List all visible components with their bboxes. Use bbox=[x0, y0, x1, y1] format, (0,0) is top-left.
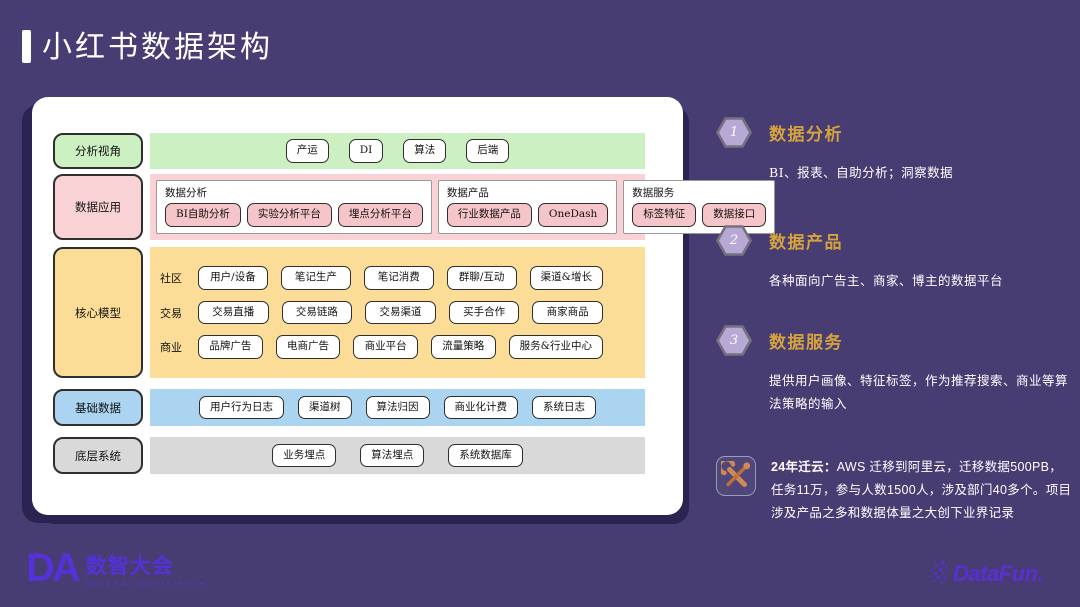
diagram-node: 系统日志 bbox=[532, 395, 596, 420]
group-data-analysis: 数据分析 BI自助分析 实验分析平台 埋点分析平台 bbox=[156, 180, 432, 234]
right-panel: 1 数据分析 BI、报表、自助分析；洞察数据 2 数据产品 各种面向广告主、商家… bbox=[716, 117, 1072, 525]
row-strip: 社区 用户/设备 笔记生产 笔记消费 群聊/互动 渠道&增长 交易 交易直播 交… bbox=[150, 247, 645, 378]
diagram-row-underlying-systems: 底层系统 业务埋点 算法埋点 系统数据库 bbox=[32, 437, 683, 474]
diagram-node: 流量策略 bbox=[430, 335, 496, 360]
diagram-node: 交易链路 bbox=[281, 300, 353, 325]
diagram-node: 渠道&增长 bbox=[529, 265, 603, 290]
row-label: 核心模型 bbox=[53, 247, 143, 378]
diagram-node: 群聊/互动 bbox=[446, 265, 517, 290]
section-data-product: 2 数据产品 各种面向广告主、商家、博主的数据平台 bbox=[716, 224, 1072, 293]
diagram-node: 用户/设备 bbox=[198, 265, 268, 290]
diagram-node: 用户行为日志 bbox=[199, 395, 284, 420]
diagram-node: 笔记生产 bbox=[280, 265, 351, 290]
diagram-node: 算法归因 bbox=[365, 395, 430, 420]
hexagon-badge-2-icon: 2 bbox=[716, 224, 752, 256]
diagram-node: 算法 bbox=[403, 139, 447, 163]
diagram-node: 实验分析平台 bbox=[246, 203, 332, 227]
diagram-row-base-data: 基础数据 用户行为日志 渠道树 算法归因 商业化计费 系统日志 bbox=[32, 389, 683, 426]
section-data-analysis: 1 数据分析 BI、报表、自助分析；洞察数据 bbox=[716, 117, 1072, 185]
callout-label: 24年迁云： bbox=[771, 460, 837, 474]
diagram-node: 产运 bbox=[285, 139, 329, 163]
section-body: BI、报表、自助分析；洞察数据 bbox=[769, 165, 954, 180]
section-title: 数据服务 bbox=[769, 332, 843, 353]
diagram-node: DI bbox=[348, 139, 384, 163]
conference-logo-subtitle: Data+AI Conference bbox=[85, 581, 208, 589]
subrow-community: 社区 用户/设备 笔记生产 笔记消费 群聊/互动 渠道&增长 bbox=[160, 265, 603, 290]
subrow-commerce: 商业 品牌广告 电商广告 商业平台 流量策略 服务&行业中心 bbox=[160, 335, 603, 360]
badge-number: 1 bbox=[729, 125, 739, 140]
diagram-node: 埋点分析平台 bbox=[337, 203, 423, 227]
conference-logo-name: 数智大会 bbox=[85, 555, 174, 578]
diagram-node: 买手合作 bbox=[448, 300, 520, 325]
badge-number: 2 bbox=[729, 232, 739, 248]
row-strip: 数据分析 BI自助分析 实验分析平台 埋点分析平台 数据产品 行业数据产品 On… bbox=[150, 174, 776, 240]
datafun-logo-text: DataFun. bbox=[953, 561, 1044, 586]
row-label: 数据应用 bbox=[53, 174, 143, 240]
diagram-node: 商业平台 bbox=[353, 335, 418, 360]
group-title: 数据产品 bbox=[446, 187, 489, 199]
diagram-node: 商业化计费 bbox=[443, 395, 518, 420]
section-body: 提供用户画像、特征标签，作为推荐搜索、商业等算法策略的输入 bbox=[769, 372, 1069, 412]
subrow-label: 社区 bbox=[160, 271, 182, 285]
diagram-node: 算法埋点 bbox=[360, 443, 425, 468]
group-title: 数据分析 bbox=[165, 187, 207, 199]
conference-logo-abbr: DA bbox=[26, 546, 81, 590]
diagram-node: BI自助分析 bbox=[165, 203, 241, 227]
title-accent-bar bbox=[22, 30, 31, 63]
subrow-trade: 交易 交易直播 交易链路 交易渠道 买手合作 商家商品 bbox=[160, 300, 603, 325]
datafun-logo: DataFun. bbox=[928, 559, 1044, 589]
section-title: 数据产品 bbox=[769, 232, 843, 253]
diagram-node: 业务埋点 bbox=[272, 443, 337, 468]
diagram-node: 数据接口 bbox=[702, 203, 767, 227]
row-label: 基础数据 bbox=[53, 389, 143, 426]
group-title: 数据服务 bbox=[632, 187, 675, 199]
conference-logo: DA 数智大会 Data+AI Conference bbox=[26, 546, 208, 590]
row-label: 分析视角 bbox=[53, 133, 143, 169]
section-body: 各种面向广告主、商家、博主的数据平台 bbox=[769, 272, 1004, 288]
diagram-node: 渠道树 bbox=[298, 395, 352, 420]
architecture-diagram-card: 分析视角 产运 DI 算法 后端 数据应用 数据分析 BI自助分析 实验分析平台… bbox=[32, 97, 776, 515]
diagram-node: 系统数据库 bbox=[448, 443, 523, 468]
row-strip: 产运 DI 算法 后端 bbox=[150, 133, 645, 169]
cloud-migration-callout: 24年迁云：AWS 迁移到阿里云，迁移数据500PB，任务11万，参与人数150… bbox=[716, 456, 1072, 525]
diagram-row-core-models: 核心模型 社区 用户/设备 笔记生产 笔记消费 群聊/互动 渠道&增长 交易 交… bbox=[32, 247, 683, 378]
row-label: 底层系统 bbox=[53, 437, 143, 474]
diagram-node: 服务&行业中心 bbox=[508, 335, 603, 360]
diagram-node: 行业数据产品 bbox=[446, 203, 532, 227]
diagram-node: 品牌广告 bbox=[198, 335, 263, 360]
diagram-node: 电商广告 bbox=[275, 335, 341, 360]
pixel-burst-icon bbox=[928, 559, 950, 589]
hexagon-badge-3-icon: 3 bbox=[716, 324, 752, 356]
callout-text: 24年迁云：AWS 迁移到阿里云，迁移数据500PB，任务11万，参与人数150… bbox=[771, 456, 1072, 525]
group-data-product: 数据产品 行业数据产品 OneDash bbox=[437, 180, 618, 234]
subrow-label: 商业 bbox=[160, 341, 182, 355]
row-strip: 用户行为日志 渠道树 算法归因 商业化计费 系统日志 bbox=[150, 389, 645, 426]
row-strip: 业务埋点 算法埋点 系统数据库 bbox=[150, 437, 645, 474]
group-data-service: 数据服务 标签特征 数据接口 bbox=[623, 180, 776, 234]
diagram-node: OneDash bbox=[537, 203, 609, 227]
callout-body: AWS 迁移到阿里云，迁移数据500PB，任务11万，参与人数1500人，涉及部… bbox=[771, 460, 1072, 521]
badge-number: 3 bbox=[729, 332, 739, 348]
diagram-node: 商家商品 bbox=[532, 300, 603, 325]
diagram-node: 后端 bbox=[466, 139, 510, 163]
diagram-node: 交易直播 bbox=[198, 300, 269, 325]
page-title: 小红书数据架构 bbox=[42, 30, 273, 65]
section-title: 数据分析 bbox=[769, 125, 843, 145]
tools-icon bbox=[716, 456, 756, 496]
subrow-label: 交易 bbox=[160, 306, 182, 320]
diagram-node: 标签特征 bbox=[632, 203, 697, 227]
hexagon-badge-1-icon: 1 bbox=[716, 117, 752, 148]
diagram-row-data-application: 数据应用 数据分析 BI自助分析 实验分析平台 埋点分析平台 数据产品 行业数据… bbox=[32, 174, 776, 240]
diagram-node: 交易渠道 bbox=[365, 300, 436, 325]
section-data-service: 3 数据服务 提供用户画像、特征标签，作为推荐搜索、商业等算法策略的输入 bbox=[716, 324, 1072, 417]
diagram-node: 笔记消费 bbox=[363, 265, 434, 290]
diagram-row-analysis-view: 分析视角 产运 DI 算法 后端 bbox=[32, 133, 683, 169]
